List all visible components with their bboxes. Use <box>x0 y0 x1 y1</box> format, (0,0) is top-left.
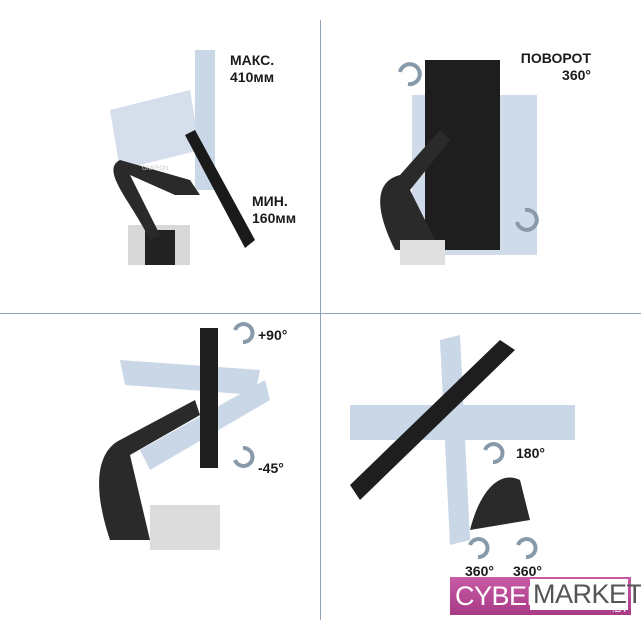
swivel-left-arrow-icon <box>468 537 490 559</box>
horizontal-divider <box>0 313 641 314</box>
rotate-arrow-icon <box>515 207 539 232</box>
tilt-up-label: +90° <box>258 327 288 343</box>
swivel-illustration <box>350 335 575 559</box>
swivel-left-label: 360° <box>465 563 494 579</box>
max-height-label: МАКС.410мм <box>230 52 275 85</box>
vertical-divider <box>320 20 321 620</box>
tilt-illustration <box>99 322 270 550</box>
swivel-right-arrow-icon <box>516 537 538 559</box>
logo-suffix: .BY <box>611 604 628 615</box>
swivel-arrow-icon <box>483 442 505 464</box>
tilt-down-label: -45° <box>258 460 284 476</box>
min-height-label: МИН.160мм <box>252 193 297 226</box>
product-brand-mark: ONKRON <box>142 166 168 172</box>
height-adjust-illustration: ONKRON <box>110 50 255 265</box>
rotation-illustration <box>380 60 539 265</box>
logo-part2: MARKET <box>530 579 641 610</box>
swivel-label: 180° <box>516 445 545 461</box>
tilt-down-arrow-icon <box>233 446 255 468</box>
tilt-up-arrow-icon <box>233 322 255 344</box>
cybermarket-logo: CYBER MARKET .BY <box>450 577 641 615</box>
swivel-right-label: 360° <box>513 563 542 579</box>
rotate-arrow-icon <box>398 62 422 87</box>
